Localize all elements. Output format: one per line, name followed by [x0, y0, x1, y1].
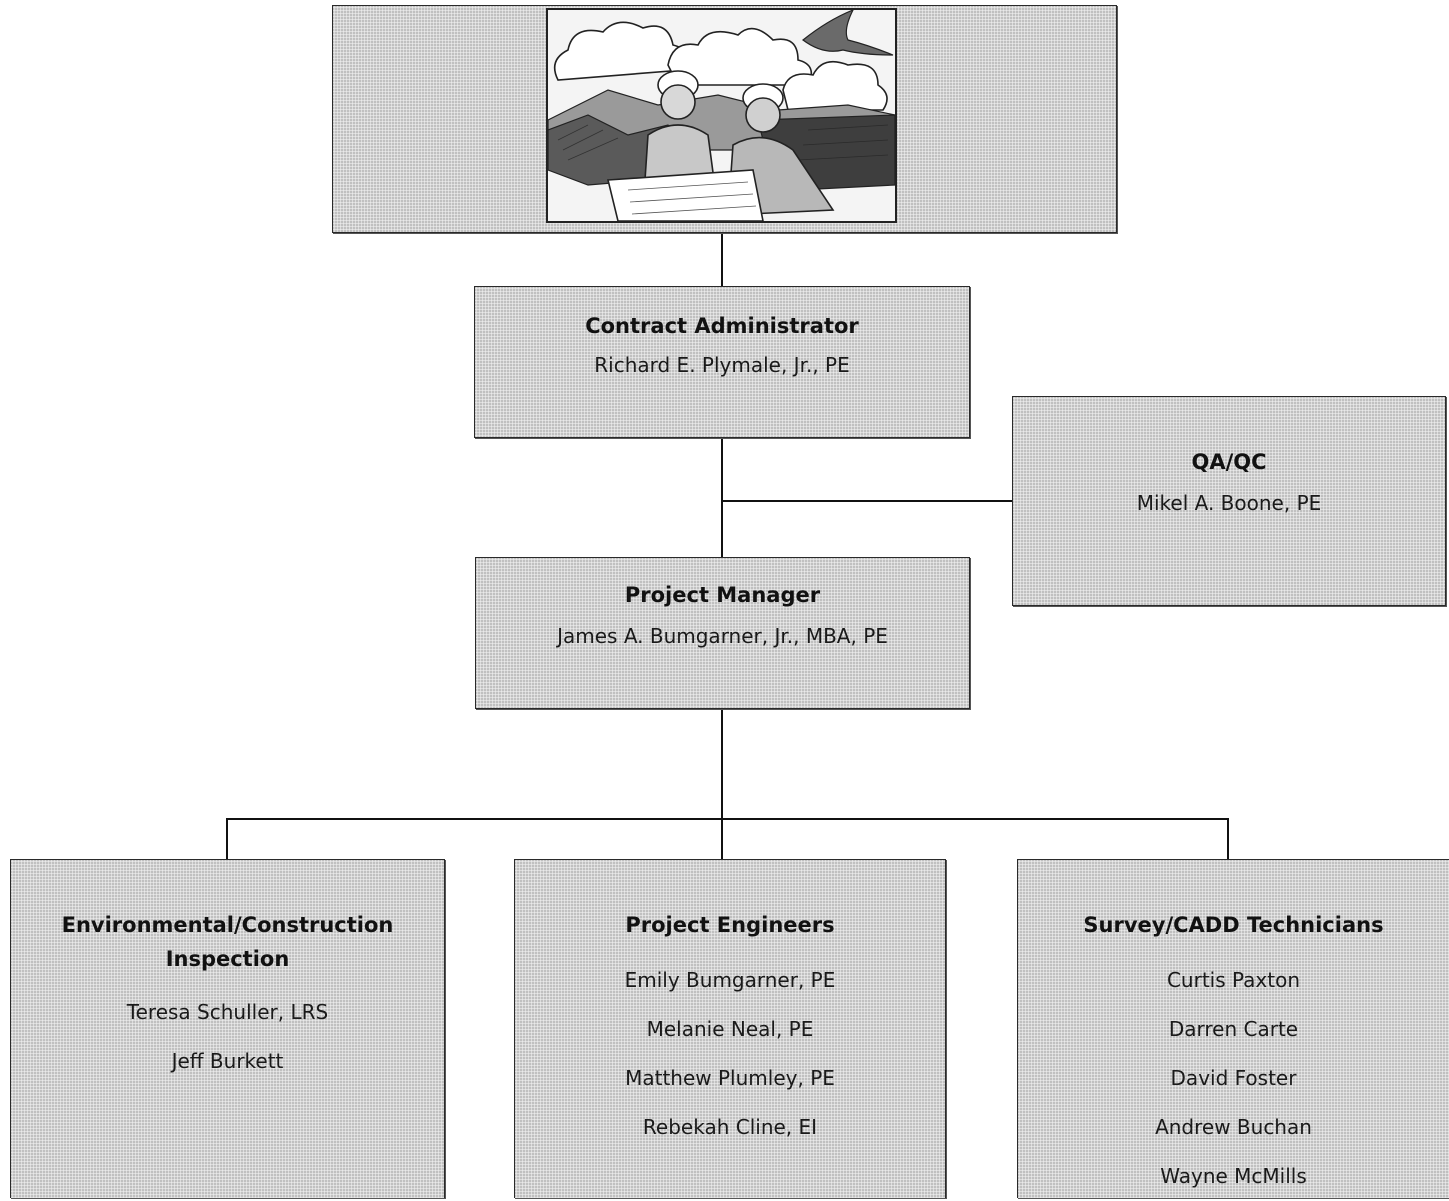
- contract-administrator-title: Contract Administrator: [585, 314, 859, 338]
- project-manager-name: James A. Bumgarner, Jr., MBA, PE: [557, 624, 888, 648]
- survey-cadd-member: David Foster: [1170, 1066, 1297, 1090]
- project-engineer-member: Rebekah Cline, EI: [642, 1115, 818, 1139]
- project-engineers-title: Project Engineers: [625, 913, 835, 937]
- qa-qc-name: Mikel A. Boone, PE: [1136, 491, 1322, 515]
- survey-cadd-box: Survey/CADD Technicians Curtis Paxton Da…: [1017, 859, 1449, 1198]
- survey-cadd-members: Curtis Paxton Darren Carte David Foster …: [1018, 956, 1449, 1201]
- project-engineers-members: Emily Bumgarner, PE Melanie Neal, PE Mat…: [515, 956, 945, 1152]
- survey-cadd-title: Survey/CADD Technicians: [1083, 913, 1384, 937]
- environmental-title-line2: Inspection: [165, 947, 290, 971]
- survey-cadd-member: Andrew Buchan: [1155, 1115, 1312, 1139]
- survey-cadd-member: Darren Carte: [1168, 1017, 1299, 1041]
- survey-cadd-member: Curtis Paxton: [1166, 968, 1301, 992]
- contract-administrator-name: Richard E. Plymale, Jr., PE: [594, 353, 850, 377]
- environmental-members: Teresa Schuller, LRS Jeff Burkett: [11, 988, 444, 1086]
- connector-bottom-horizontal: [226, 818, 1229, 820]
- qa-qc-title: QA/QC: [1191, 450, 1267, 474]
- environmental-inspection-box: Environmental/Construction Inspection Te…: [10, 859, 445, 1198]
- connector-header-to-contract: [721, 233, 723, 286]
- project-engineer-member: Matthew Plumley, PE: [625, 1066, 835, 1090]
- connector-to-environmental: [226, 818, 228, 859]
- project-engineers-box: Project Engineers Emily Bumgarner, PE Me…: [514, 859, 946, 1198]
- contract-administrator-box: Contract Administrator Richard E. Plymal…: [474, 286, 970, 438]
- project-manager-box: Project Manager James A. Bumgarner, Jr.,…: [475, 557, 970, 709]
- project-engineer-member: Melanie Neal, PE: [646, 1017, 814, 1041]
- environmental-title-line1: Environmental/Construction: [61, 913, 394, 937]
- survey-cadd-member: Wayne McMills: [1160, 1164, 1307, 1188]
- connector-to-qaqc: [721, 500, 1012, 502]
- connector-to-survey: [1227, 818, 1229, 859]
- environmental-member: Jeff Burkett: [171, 1049, 284, 1073]
- project-engineer-member: Emily Bumgarner, PE: [624, 968, 836, 992]
- qa-qc-box: QA/QC Mikel A. Boone, PE: [1012, 396, 1446, 606]
- connector-pm-down: [721, 709, 723, 859]
- connector-contract-to-pm: [721, 438, 723, 557]
- environmental-member: Teresa Schuller, LRS: [126, 1000, 329, 1024]
- engineers-reviewing-plans-illustration: [546, 8, 897, 223]
- project-manager-title: Project Manager: [624, 583, 821, 607]
